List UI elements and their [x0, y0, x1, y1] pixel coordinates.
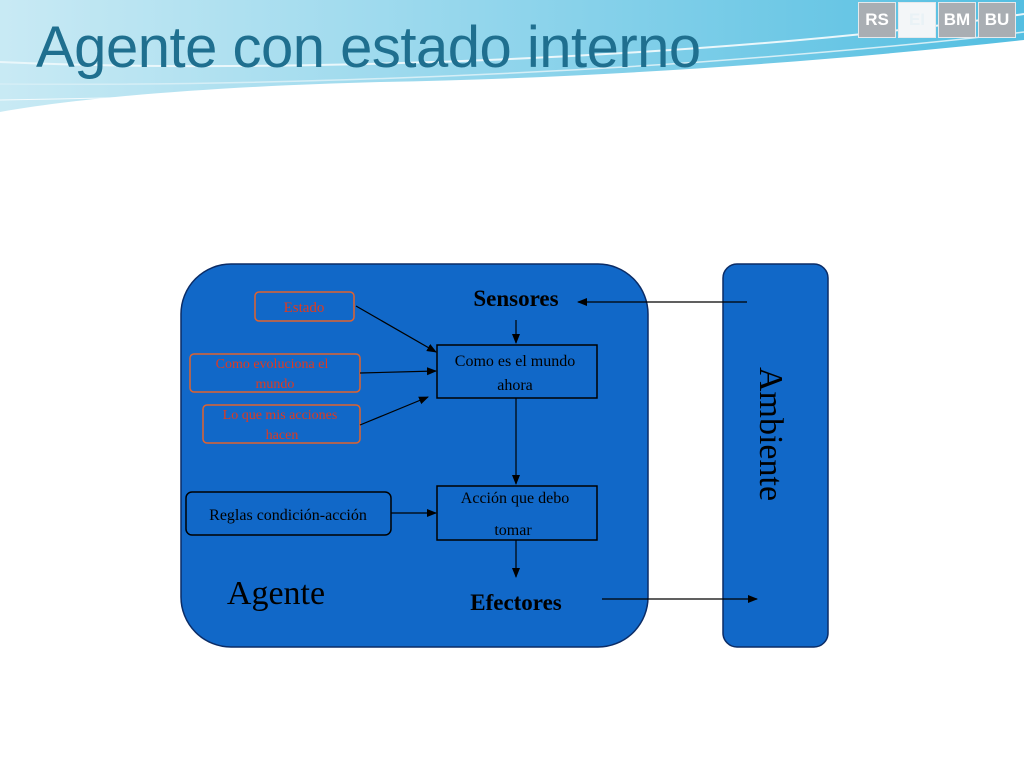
tab-rs[interactable]: RS: [858, 2, 896, 38]
action-effects-line2: hacen: [266, 428, 299, 443]
state-box: [254, 291, 355, 322]
evolution-to-world-arrow: [359, 367, 437, 376]
effects-to-world-arrow: [359, 396, 429, 426]
state-to-world-arrow: [355, 305, 437, 353]
action-effects-line1: Lo que mis acciones: [223, 408, 338, 423]
state-label: Estado: [284, 300, 325, 316]
action-effects-box: [202, 404, 361, 444]
nav-tabs: RS EI BM BU: [858, 2, 1016, 38]
effectors-label: Efectores: [470, 590, 562, 615]
environment-label: Ambiente: [752, 367, 789, 501]
tab-bu[interactable]: BU: [978, 2, 1016, 38]
action-line1: Acción que debo: [461, 490, 569, 507]
rules-label: Reglas condición-acción: [209, 507, 367, 524]
world-now-line1: Como es el mundo: [455, 353, 575, 370]
world-now-box: [436, 344, 598, 399]
sensors-label: Sensores: [473, 286, 558, 311]
world-now-line2: ahora: [497, 377, 533, 394]
action-line2: tomar: [494, 522, 532, 539]
environment-box: [722, 263, 829, 648]
slide-title: Agente con estado interno: [36, 15, 701, 80]
tab-bm[interactable]: BM: [938, 2, 976, 38]
action-box: [436, 485, 598, 541]
world-evolution-line2: mundo: [256, 377, 295, 392]
tab-ei[interactable]: EI: [898, 2, 936, 38]
agent-label: Agente: [227, 575, 325, 612]
world-evolution-line1: Como evoluciona el: [216, 357, 329, 372]
